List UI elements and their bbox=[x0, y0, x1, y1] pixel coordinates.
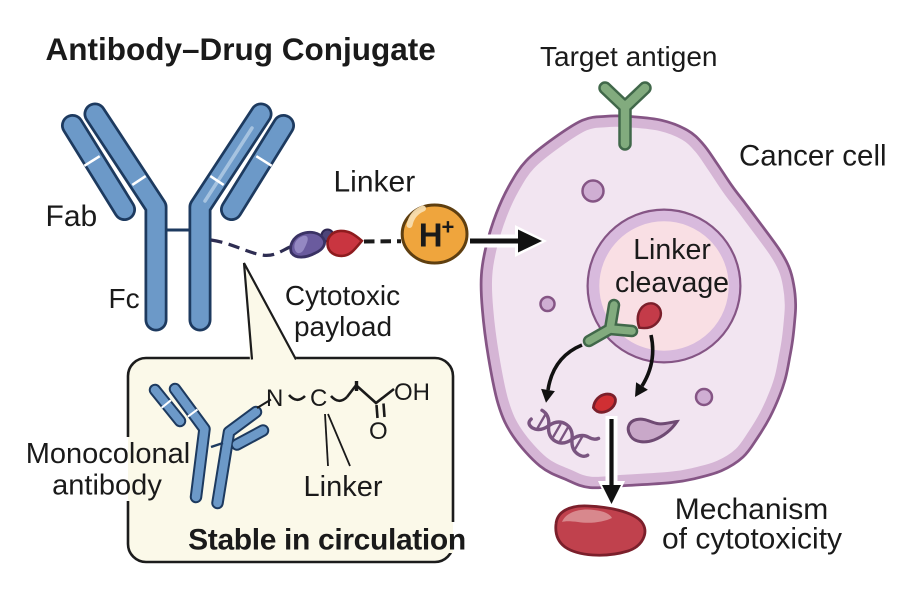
svg-text:C: C bbox=[310, 385, 327, 412]
svg-text:Mechanism: Mechanism bbox=[675, 493, 828, 526]
svg-text:N: N bbox=[266, 385, 283, 412]
svg-text:Stable in circulation: Stable in circulation bbox=[188, 524, 466, 557]
svg-text:O: O bbox=[369, 418, 388, 445]
svg-text:Cytotoxic: Cytotoxic bbox=[285, 280, 400, 311]
svg-text:OH: OH bbox=[394, 379, 430, 406]
svg-text:cleavage: cleavage bbox=[615, 267, 729, 299]
svg-text:H: H bbox=[419, 217, 443, 254]
svg-text:antibody: antibody bbox=[52, 470, 162, 502]
svg-text:+: + bbox=[442, 215, 455, 240]
svg-text:Cancer cell: Cancer cell bbox=[739, 140, 887, 173]
svg-text:payload: payload bbox=[294, 311, 392, 342]
svg-text:Linker: Linker bbox=[304, 471, 383, 503]
svg-text:Fab: Fab bbox=[46, 200, 98, 233]
svg-text:of cytotoxicity: of cytotoxicity bbox=[662, 523, 842, 556]
svg-text:Antibody–Drug Conjugate: Antibody–Drug Conjugate bbox=[46, 31, 436, 67]
svg-text:Target antigen: Target antigen bbox=[540, 41, 717, 72]
svg-text:Linker: Linker bbox=[334, 166, 416, 199]
svg-text:Fc: Fc bbox=[109, 283, 140, 314]
svg-text:Monocolonal: Monocolonal bbox=[26, 438, 190, 470]
svg-text:Linker: Linker bbox=[633, 234, 711, 266]
